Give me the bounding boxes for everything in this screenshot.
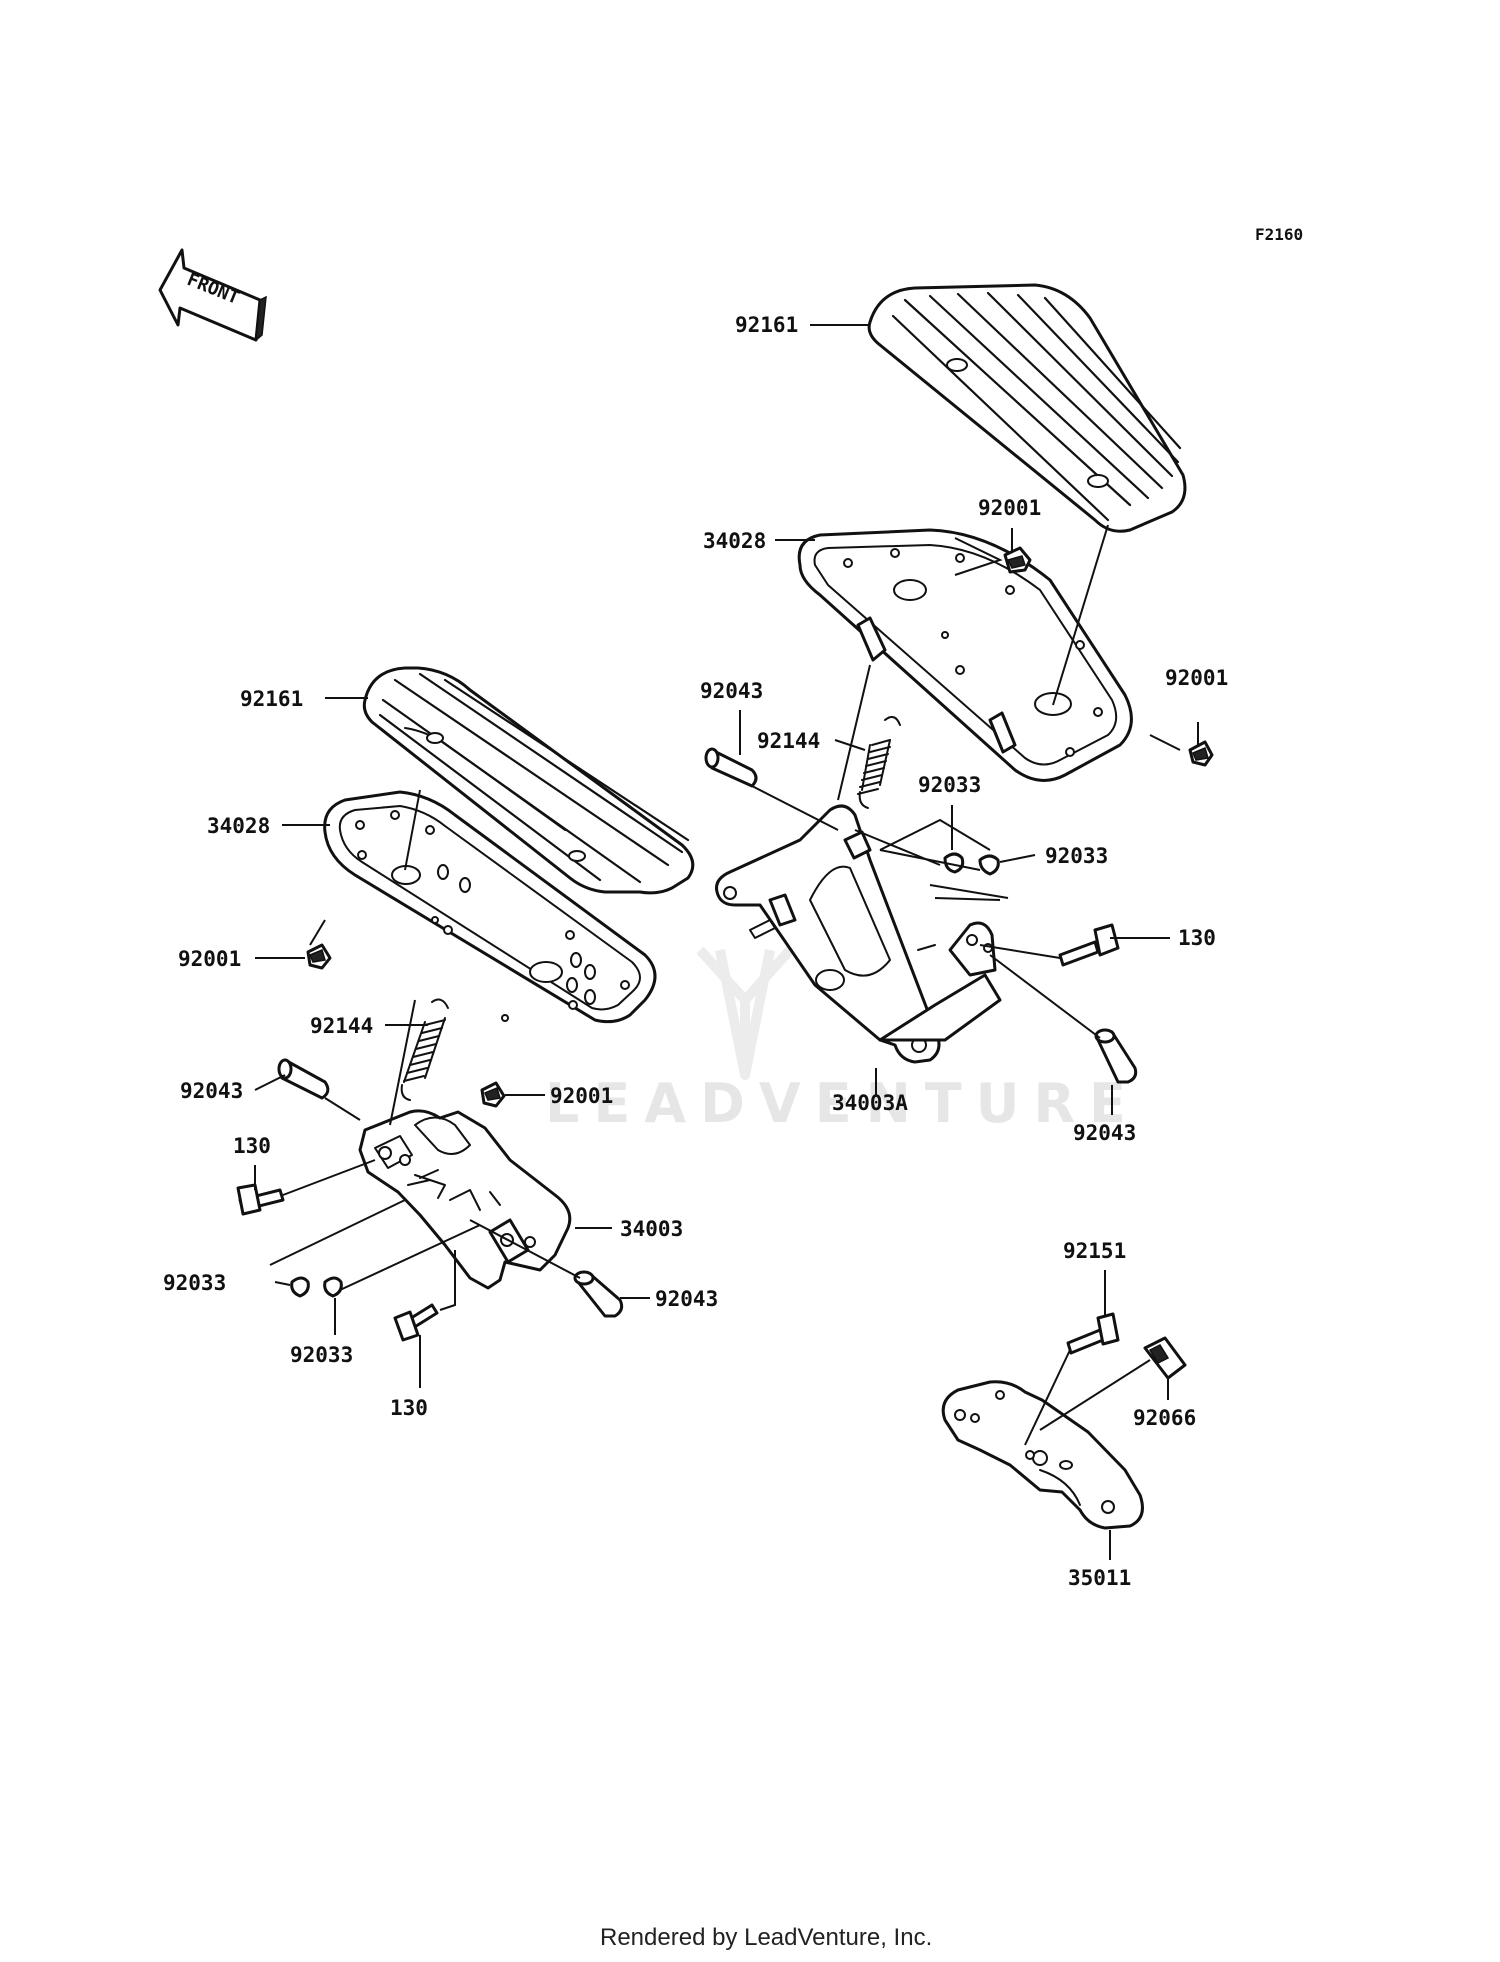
callout-92001-lower-b: 92001 bbox=[550, 1084, 613, 1108]
bolt-92001-upper-a bbox=[1003, 546, 1032, 574]
pin-92043-lower-right bbox=[573, 1270, 624, 1318]
callout-92151: 92151 bbox=[1063, 1239, 1126, 1263]
pin-92043-lower-left bbox=[277, 1058, 330, 1100]
callout-92144-lower: 92144 bbox=[310, 1014, 373, 1038]
block-92066 bbox=[1143, 1336, 1187, 1380]
bracket-34003 bbox=[358, 1109, 572, 1290]
callout-92066: 92066 bbox=[1133, 1406, 1196, 1430]
clip-92033-lower-b bbox=[323, 1276, 343, 1298]
bolt-130-lower-a bbox=[236, 1183, 285, 1216]
callout-130-lower-a: 130 bbox=[233, 1134, 271, 1158]
callout-130-lower-b: 130 bbox=[390, 1396, 428, 1420]
callout-34028-lower: 34028 bbox=[207, 814, 270, 838]
watermark: LEADVENTURE bbox=[545, 946, 1140, 1135]
footboard-plate-upper bbox=[797, 528, 1133, 782]
callout-92161-upper: 92161 bbox=[735, 313, 798, 337]
callout-labels: 92161 34028 92001 92001 92043 92144 9203… bbox=[163, 313, 1228, 1590]
front-arrow-icon: FRONT bbox=[158, 248, 267, 342]
clip-92033-upper-b bbox=[978, 854, 1000, 876]
spring-92144-upper bbox=[857, 715, 901, 809]
callout-92043-lower-left: 92043 bbox=[180, 1079, 243, 1103]
bracket-35011 bbox=[941, 1380, 1144, 1530]
callout-92043-upper-right: 92043 bbox=[1073, 1121, 1136, 1145]
bolt-130-lower-b bbox=[393, 1303, 439, 1342]
footboard-rubber-pad-upper bbox=[867, 283, 1187, 533]
bolt-92001-upper-b bbox=[1188, 740, 1214, 767]
callout-92144-upper: 92144 bbox=[757, 729, 820, 753]
pin-92043-upper-left bbox=[704, 747, 758, 788]
callout-35011: 35011 bbox=[1068, 1566, 1131, 1590]
callout-92001-upper-a: 92001 bbox=[978, 496, 1041, 520]
bolt-130-upper bbox=[1058, 923, 1120, 967]
callout-92001-upper-b: 92001 bbox=[1165, 666, 1228, 690]
callout-92161-lower: 92161 bbox=[240, 687, 303, 711]
footboard-plate-lower bbox=[323, 790, 657, 1024]
callout-92033-lower-a: 92033 bbox=[163, 1271, 226, 1295]
bracket-34003a bbox=[715, 804, 1002, 1064]
callout-92033-lower-b: 92033 bbox=[290, 1343, 353, 1367]
pin-92043-upper-right bbox=[1094, 1028, 1138, 1084]
callout-130-upper: 130 bbox=[1178, 926, 1216, 950]
footboard-rubber-pad-lower bbox=[362, 666, 695, 895]
figure-code: F2160 bbox=[1255, 225, 1303, 244]
bolt-92001-lower-b bbox=[480, 1081, 506, 1108]
callout-34003: 34003 bbox=[620, 1217, 683, 1241]
clip-92033-lower-a bbox=[290, 1276, 310, 1298]
callout-92043-upper-left: 92043 bbox=[700, 679, 763, 703]
leader-lines bbox=[254, 324, 1199, 1560]
spring-92144-lower bbox=[400, 998, 449, 1101]
watermark-text: LEADVENTURE bbox=[545, 1072, 1140, 1135]
bolt-92151 bbox=[1066, 1312, 1120, 1355]
watermark-logo bbox=[696, 946, 794, 1080]
callout-92033-upper-a: 92033 bbox=[918, 773, 981, 797]
footer-credit: Rendered by LeadVenture, Inc. bbox=[600, 1924, 932, 1951]
callout-92033-upper-b: 92033 bbox=[1045, 844, 1108, 868]
callout-92043-lower-right: 92043 bbox=[655, 1287, 718, 1311]
callout-92001-lower-a: 92001 bbox=[178, 947, 241, 971]
callout-34028-upper: 34028 bbox=[703, 529, 766, 553]
bolt-92001-lower-a bbox=[306, 943, 332, 970]
callout-34003a: 34003A bbox=[832, 1091, 908, 1115]
